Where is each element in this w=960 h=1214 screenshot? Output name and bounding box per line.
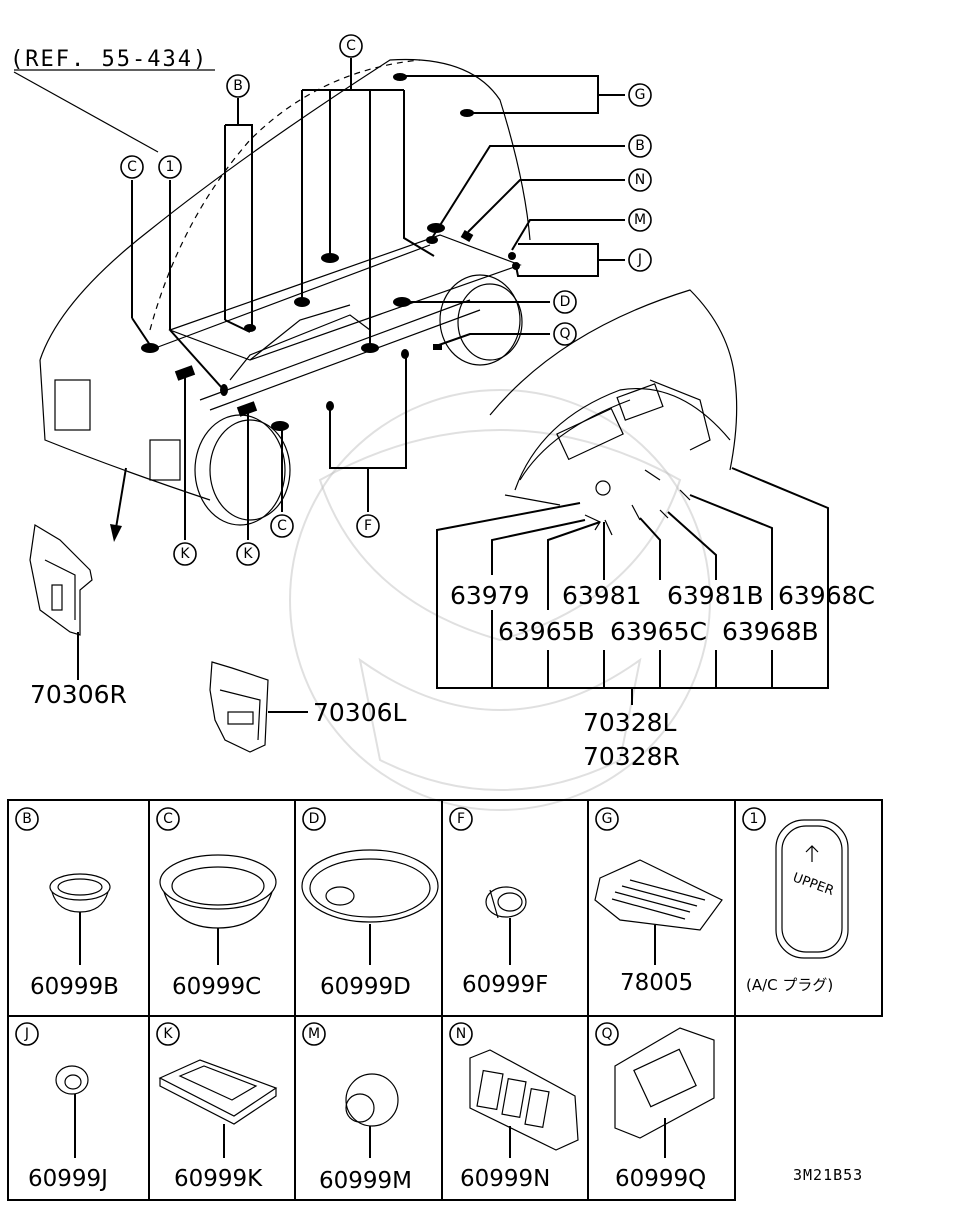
cell-tag-B: B	[22, 811, 32, 827]
cell-tag-F: F	[457, 811, 465, 827]
callout-K-right: K	[243, 546, 253, 562]
part-60999J: 60999J	[28, 1166, 108, 1192]
callout-C-left: C	[127, 159, 137, 175]
part-60999C: 60999C	[172, 974, 261, 1000]
part-63965C: 63965C	[610, 617, 707, 646]
cell-tag-C: C	[163, 811, 173, 827]
splash-shield-70306L-drawing	[209, 661, 269, 753]
callout-B-left: B	[233, 78, 243, 94]
cell-tag-J: J	[24, 1026, 29, 1042]
callout-C-top: C	[346, 38, 356, 54]
part-63968B: 63968B	[722, 617, 819, 646]
part-63965B: 63965B	[498, 617, 595, 646]
grid-cell-tags: B C D F G 1 J K M N Q	[15, 807, 766, 1046]
grommet-60999B-drawing	[49, 873, 111, 965]
diagram-code: 3M21B53	[793, 1166, 863, 1184]
callout-N: N	[635, 172, 645, 188]
cell-tag-D: D	[309, 811, 320, 827]
wheel-liner-drawing	[489, 289, 738, 536]
cell-tag-G: G	[602, 811, 613, 827]
part-60999F: 60999F	[462, 972, 548, 998]
cell-tag-N: N	[456, 1026, 466, 1042]
part-63979: 63979	[450, 581, 530, 610]
callout-J: J	[637, 252, 642, 268]
cell-tag-M: M	[308, 1026, 320, 1042]
cover-78005-drawing	[594, 859, 723, 965]
part-70306R: 70306R	[30, 680, 127, 709]
splash-shield-70306R-drawing	[29, 524, 93, 636]
callout-G: G	[635, 87, 646, 103]
callout-1: 1	[166, 159, 175, 175]
cell-tag-Q: Q	[601, 1026, 612, 1042]
part-60999N: 60999N	[460, 1166, 550, 1192]
part-70328L: 70328L	[583, 708, 677, 737]
parts-grid	[7, 799, 883, 1201]
grommet-60999F-drawing	[485, 886, 527, 965]
cell-tag-1: 1	[750, 811, 759, 827]
part-60999Q: 60999Q	[615, 1166, 706, 1192]
callout-M: M	[634, 212, 646, 228]
plug-ac-drawing: UPPER	[775, 819, 849, 959]
grommet-60999C-drawing	[159, 854, 277, 965]
grommet-60999Q-drawing	[614, 1027, 715, 1158]
grommet-60999K-drawing	[158, 1059, 278, 1158]
part-70328R: 70328R	[583, 742, 680, 771]
part-60999B: 60999B	[30, 974, 119, 1000]
part-ac-plug: (A/C プラグ)	[746, 976, 833, 994]
part-63981B: 63981B	[667, 581, 764, 610]
callout-B-right: B	[635, 138, 645, 154]
callouts-main: C B C 1 G B N M J D Q K K C F	[120, 34, 652, 566]
leader-lines	[131, 58, 625, 540]
plug-upper-text: UPPER	[791, 870, 836, 899]
part-63968C: 63968C	[778, 581, 875, 610]
callout-Q: Q	[559, 326, 570, 342]
ref-label: (REF. 55-434)	[10, 47, 208, 72]
callout-C-bottom: C	[277, 518, 287, 534]
part-60999K: 60999K	[174, 1166, 263, 1192]
grommet-60999N-drawing	[469, 1049, 579, 1158]
part-78005: 78005	[620, 970, 693, 996]
part-60999M: 60999M	[319, 1168, 412, 1194]
part-70306L: 70306L	[313, 698, 407, 727]
cell-tag-K: K	[163, 1026, 173, 1042]
direction-arrow	[110, 467, 127, 542]
vehicle-body-drawing	[39, 58, 531, 526]
grommet-60999J-drawing	[55, 1065, 89, 1158]
callout-K-left: K	[180, 546, 190, 562]
wheel-liner-leaders	[436, 467, 829, 705]
part-63981: 63981	[562, 581, 642, 610]
grommet-60999D-drawing	[301, 849, 439, 965]
part-60999D: 60999D	[320, 974, 411, 1000]
grommet-60999M-drawing	[345, 1073, 399, 1158]
callout-D: D	[560, 294, 571, 310]
callout-F: F	[364, 518, 372, 534]
watermark-emblem	[289, 389, 711, 811]
